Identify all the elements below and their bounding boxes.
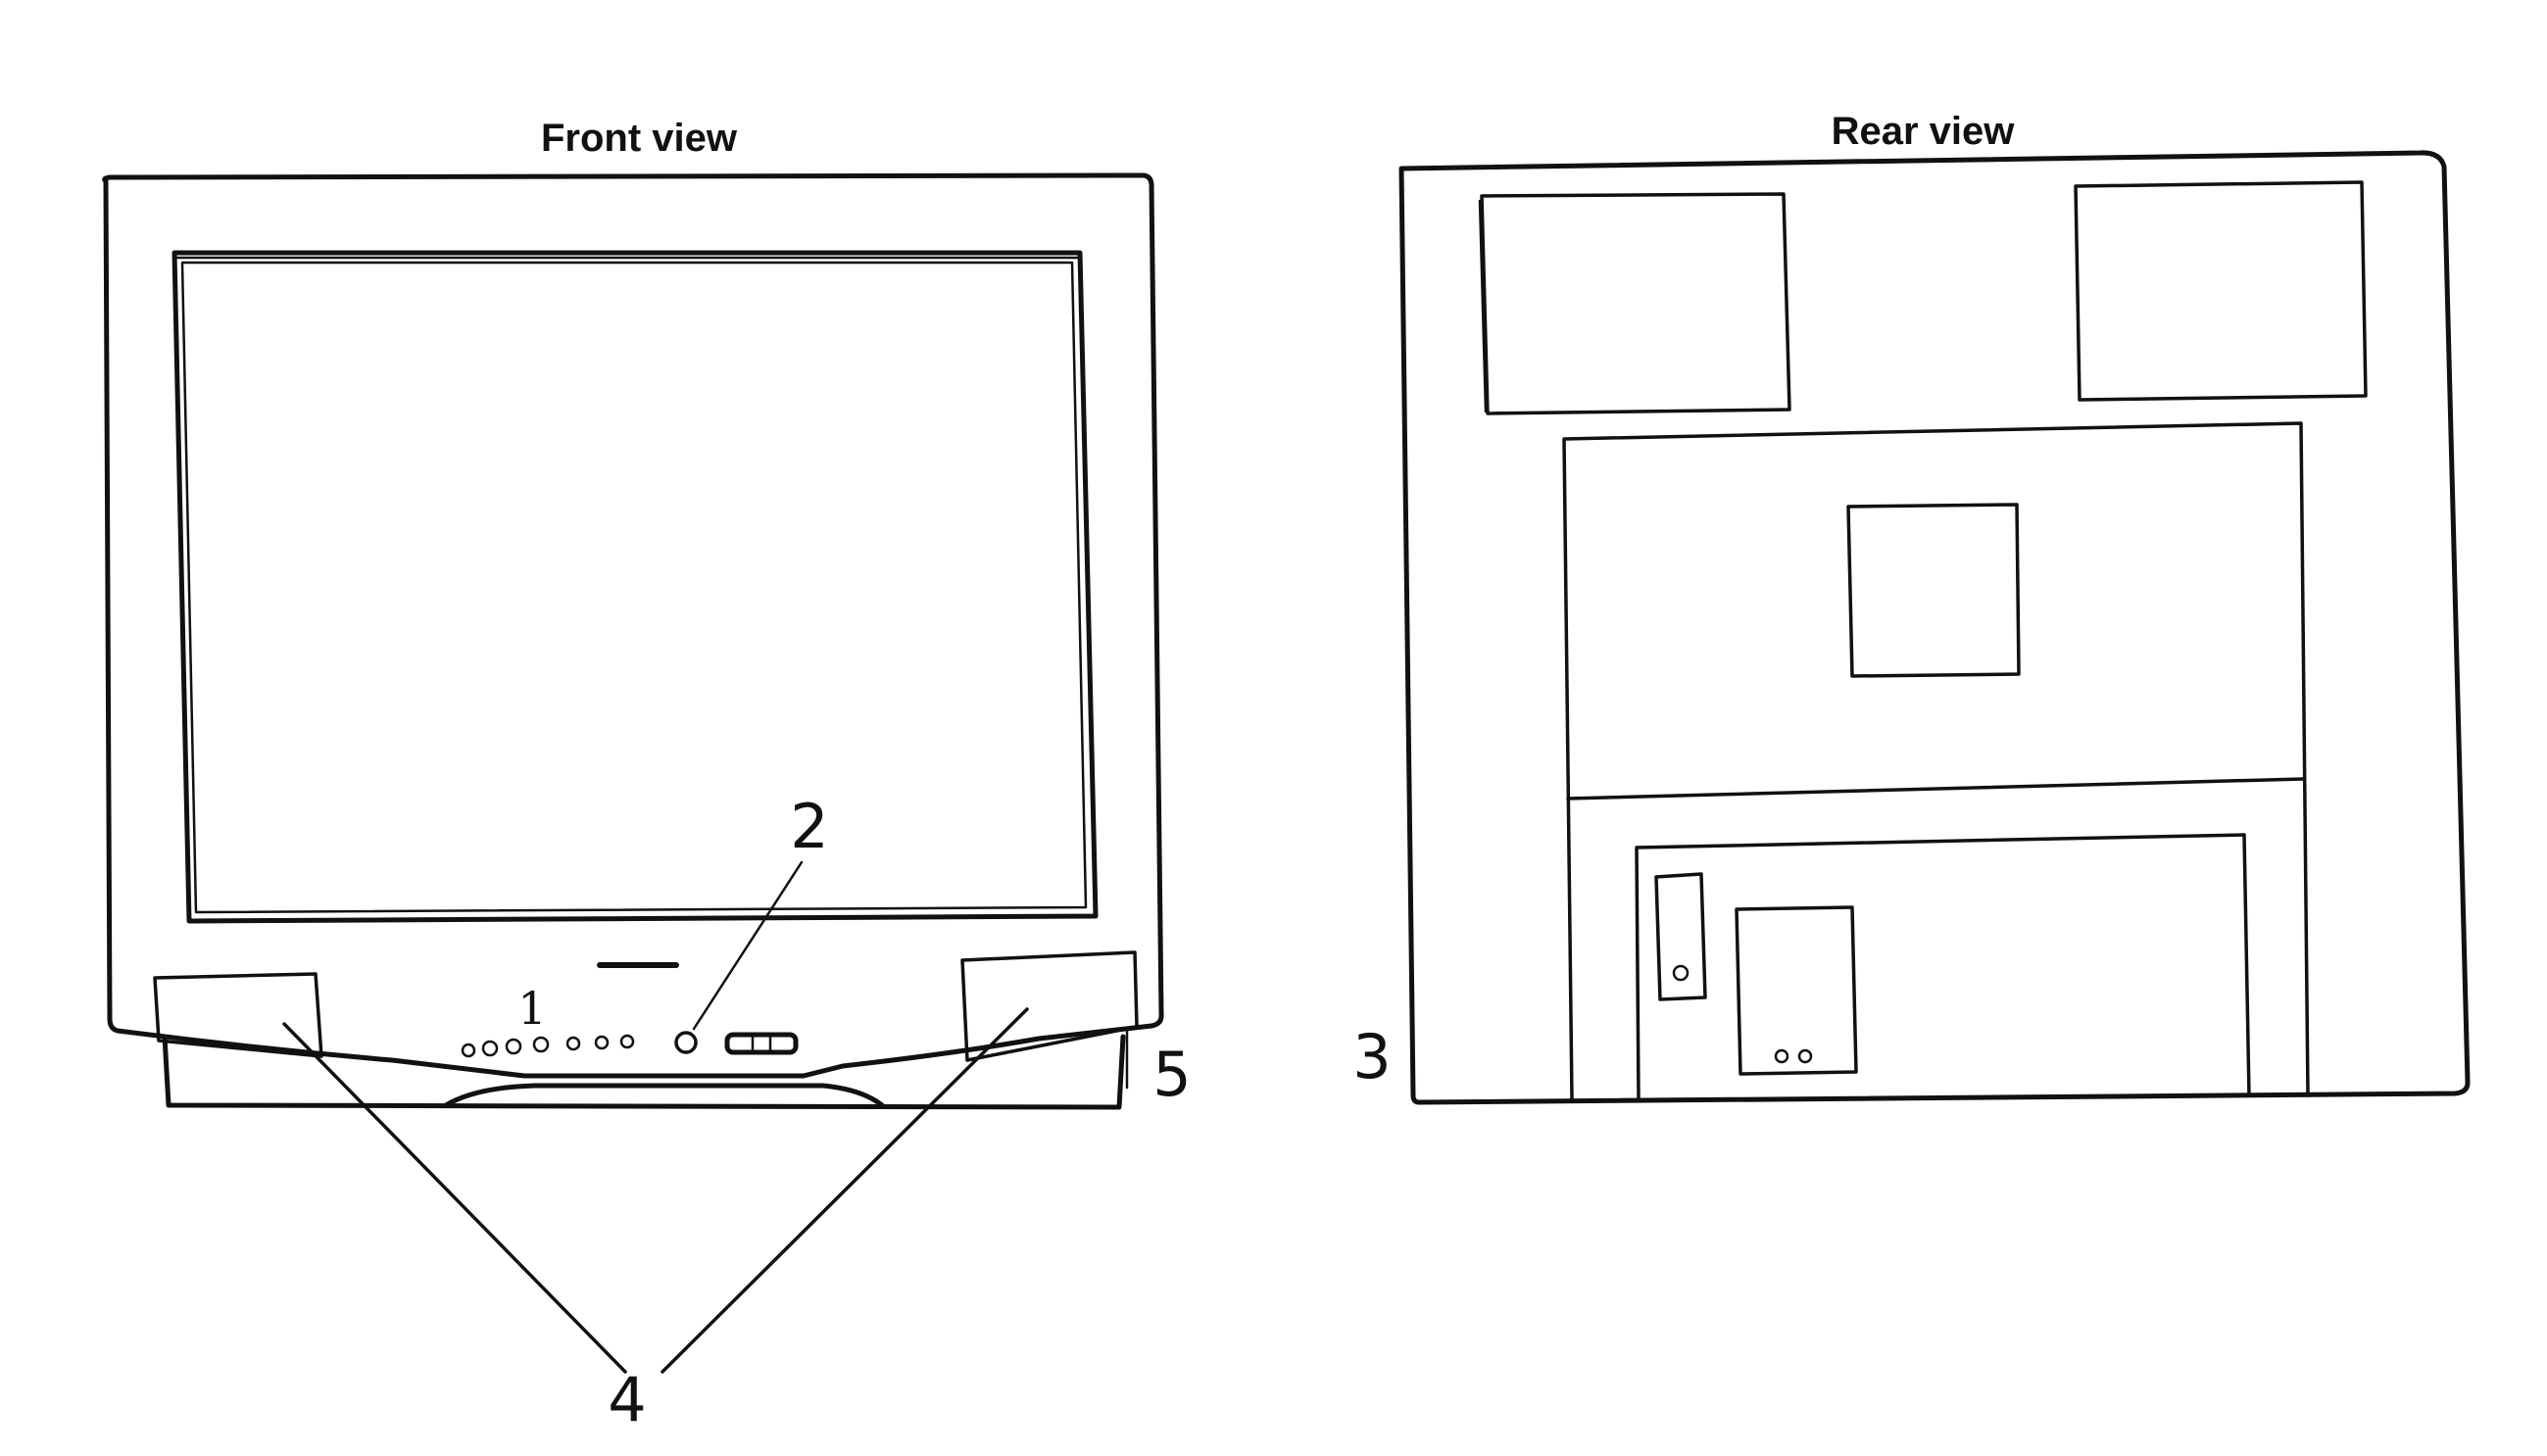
callout-4: 4 — [608, 1364, 646, 1435]
rear-vent-top-left-edge — [1478, 199, 1488, 413]
front-base-handle — [443, 1083, 885, 1108]
rear-terminal-board — [1635, 833, 2251, 1099]
leader-line-2 — [692, 860, 804, 1031]
rear-vent-top-right — [2074, 180, 2368, 402]
front-screen — [171, 250, 1099, 924]
rear-housing-divider — [1566, 777, 2305, 801]
rear-jack — [1774, 1048, 1789, 1064]
control-button — [532, 1036, 550, 1053]
rear-jack-panel — [1735, 905, 1858, 1076]
right-speaker-grill — [960, 950, 1139, 1062]
rear-vent-top-left — [1480, 192, 1791, 415]
power-indicator — [674, 1031, 698, 1054]
control-button — [565, 1036, 581, 1051]
front-cabinet-outline — [102, 172, 1164, 1079]
callout-1: 1 — [517, 982, 546, 1035]
rear-connector-jack — [1672, 964, 1690, 982]
rear-view-title: Rear view — [1832, 110, 2016, 153]
callout-3: 3 — [1352, 1021, 1391, 1092]
rear-connector-slot — [1654, 872, 1707, 1001]
control-button — [481, 1040, 499, 1057]
rear-view: 3 — [1352, 150, 2471, 1105]
front-view: 1 2 4 5 — [102, 172, 1192, 1435]
control-button — [619, 1034, 635, 1049]
left-speaker-grill — [153, 972, 323, 1058]
front-base — [162, 1034, 1126, 1110]
control-button — [594, 1035, 610, 1050]
power-switch — [724, 1032, 799, 1055]
front-view-title: Front view — [541, 117, 738, 160]
front-control-buttons — [461, 1034, 635, 1058]
front-screen-inner-edge — [180, 261, 1088, 914]
callout-5: 5 — [1152, 1039, 1191, 1110]
callout-2: 2 — [790, 791, 828, 862]
rear-jack — [1797, 1048, 1813, 1064]
control-button — [505, 1038, 522, 1055]
leader-line-4-right — [661, 1007, 1029, 1374]
rear-center-panel — [1846, 503, 2021, 678]
leader-line-4-left — [282, 1022, 627, 1374]
control-button — [461, 1043, 476, 1058]
rear-cabinet-outline — [1398, 150, 2471, 1105]
rear-housing — [1562, 421, 2310, 1101]
